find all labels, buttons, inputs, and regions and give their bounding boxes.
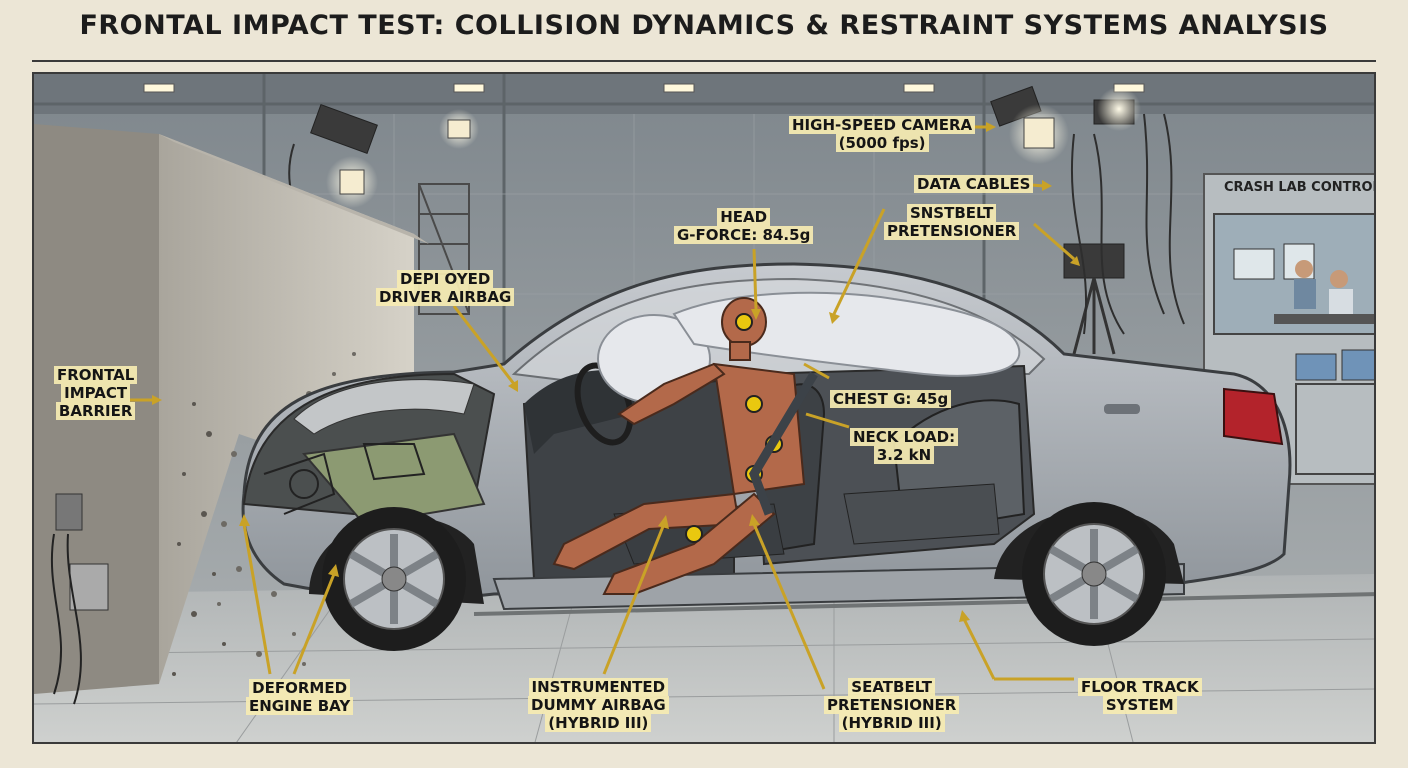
airbag-label-line1: DEPI OYED <box>397 270 494 288</box>
crash-lab-illustration: HIGH-SPEED CAMERA (5000 fps) DATA CABLES… <box>32 72 1376 744</box>
label-seatbelt-pretensioner-top: SNSTBELT PRETENSIONER <box>884 204 1020 240</box>
barrier-label-line1: FRONTAL <box>54 366 138 384</box>
title-underline <box>32 60 1376 62</box>
dummy-label-line2: DUMMY AIRBAG <box>528 696 669 714</box>
crash-scene <box>34 74 1374 742</box>
floor-label-line1: FLOOR TRACK <box>1078 678 1202 696</box>
label-frontal-impact-barrier: FRONTAL IMPACT BARRIER <box>54 366 138 420</box>
camera-label-line2: (5000 fps) <box>835 134 929 152</box>
flood-lights <box>326 87 1141 208</box>
seatbelt-drawing <box>749 371 818 516</box>
seatbelt-bottom-line2: PRETENSIONER <box>824 696 960 714</box>
engine-label-line2: ENGINE BAY <box>246 697 354 715</box>
lab-ceiling <box>34 74 1374 114</box>
head-label-line1: HEAD <box>717 208 771 226</box>
label-deployed-driver-airbag: DEPI OYED DRIVER AIRBAG <box>376 270 515 306</box>
neck-label-line1: NECK LOAD: <box>850 428 959 446</box>
seatbelt-top-line2: PRETENSIONER <box>884 222 1020 240</box>
data-cables-text: DATA CABLES <box>914 175 1034 193</box>
barrier-label-line2: IMPACT <box>61 384 131 402</box>
label-seatbelt-pretensioner-bottom: SEATBELT PRETENSIONER (HYBRID III) <box>824 678 960 732</box>
dummy-label-line3: (HYBRID III) <box>545 714 652 732</box>
diagram-title: FRONTAL IMPACT TEST: COLLISION DYNAMICS … <box>79 10 1329 41</box>
impact-debris <box>172 402 226 676</box>
label-data-cables: DATA CABLES <box>914 175 1034 193</box>
label-high-speed-camera: HIGH-SPEED CAMERA (5000 fps) <box>789 116 976 152</box>
label-crash-lab-control: CRASH LAB CONTROL <box>1224 180 1376 195</box>
label-deformed-engine-bay: DEFORMED ENGINE BAY <box>246 679 354 715</box>
label-head-g-force: HEAD G-FORCE: 84.5g <box>674 208 814 244</box>
camera-label-line1: HIGH-SPEED CAMERA <box>789 116 976 134</box>
barrier-label-line3: BARRIER <box>55 402 136 420</box>
label-chest-g: CHEST G: 45g <box>830 390 952 408</box>
seatbelt-bottom-line1: SEATBELT <box>848 678 936 696</box>
dummy-label-line1: INSTRUMENTED <box>528 678 669 696</box>
neck-label-line2: 3.2 kN <box>873 446 935 464</box>
control-room-window <box>1203 173 1374 485</box>
chest-g-text: CHEST G: 45g <box>830 390 952 408</box>
label-instrumented-dummy-airbag: INSTRUMENTED DUMMY AIRBAG (HYBRID III) <box>528 678 669 732</box>
engine-label-line1: DEFORMED <box>249 679 351 697</box>
seatbelt-bottom-line3: (HYBRID III) <box>838 714 945 732</box>
seatbelt-top-line1: SNSTBELT <box>906 204 997 222</box>
head-label-line2: G-FORCE: 84.5g <box>674 226 814 244</box>
leader-lines <box>129 125 1075 690</box>
floor-track <box>473 592 1374 616</box>
label-floor-track-system: FLOOR TRACK SYSTEM <box>1078 678 1202 714</box>
label-neck-load: NECK LOAD: 3.2 kN <box>850 428 959 464</box>
rear-wheel <box>1022 502 1166 646</box>
leader-arrowheads <box>152 122 1080 622</box>
floor-label-line2: SYSTEM <box>1102 696 1177 714</box>
front-wheel <box>322 507 466 651</box>
airbag-label-line2: DRIVER AIRBAG <box>376 288 515 306</box>
